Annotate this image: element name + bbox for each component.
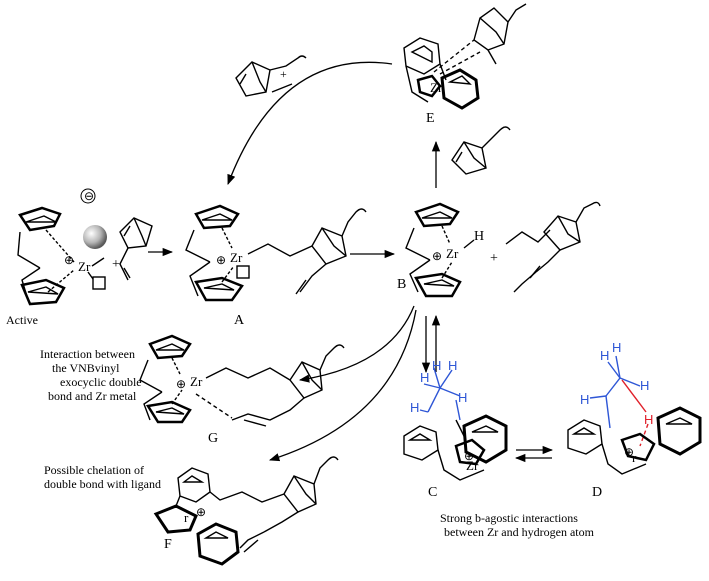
arrow-b-to-f [269,309,417,462]
active-ominus: ⊖ [84,189,94,203]
complex-e [403,3,527,110]
a-zr: Zr [230,250,243,265]
c-h3: H [448,358,457,373]
vnb-released [451,126,511,175]
d-oplus: ⊕ [624,445,634,459]
b-hydride: H [474,229,484,244]
g-oplus: ⊕ [176,377,186,391]
complex-g [139,334,345,427]
d-h-agostic: H [644,412,653,427]
g-zr: Zr [190,374,203,389]
label-b: B [397,277,406,292]
counterion-circle [80,188,96,204]
complex-d [567,355,702,475]
label-g: G [208,431,218,446]
agostic-caption-line1: Strong b-agostic interactions [440,511,578,525]
b-oplus: ⊕ [432,249,442,263]
active-plus: + [112,257,120,272]
label-f: F [164,537,172,552]
complex-f [153,456,339,566]
label-c: C [428,485,437,500]
label-a: A [234,313,245,328]
complex-b [405,201,601,298]
active-oplus: ⊕ [64,253,74,267]
g-note-line2: the VNBvinyl [52,361,120,375]
c-h2: H [432,358,441,373]
complex-c [403,367,508,481]
active-complex [17,206,107,306]
f-note-line1: Possible chelation of [44,463,144,477]
agostic-caption-line2: between Zr and hydrogen atom [444,525,595,539]
arrow-b-to-g [298,305,415,383]
vnb-byproduct [235,55,307,97]
e-zr: Zr [430,80,443,95]
f-note-line2: double bond with ligand [44,477,161,491]
vnb-monomer-active [119,217,153,281]
f-r: r [184,510,189,525]
g-note-line4: bond and Zr metal [48,389,137,403]
c-oplus: ⊕ [464,449,474,463]
b-plus: + [490,251,498,266]
active-zr: Zr [78,259,91,274]
d-h3: H [640,378,649,393]
d-r: r [632,450,637,465]
arrow-e-to-a [227,61,393,185]
f-oplus: ⊕ [196,505,206,519]
c-h4: H [458,390,467,405]
c-h5: H [410,400,419,415]
d-h1: H [600,348,609,363]
g-note-line1: Interaction between [40,347,135,361]
b-zr: Zr [446,246,459,261]
e-byproduct-plus: + [280,67,287,81]
d-h4: H [580,392,589,407]
d-h2: H [612,340,621,355]
label-active: Active [6,313,38,327]
complex-a [185,204,367,302]
a-oplus: ⊕ [216,253,226,267]
c-h1: H [420,370,429,385]
c-zr: Zr [466,458,479,473]
g-note-line3: exocyclic double [60,375,142,389]
label-d: D [592,485,602,500]
label-e: E [426,111,435,126]
